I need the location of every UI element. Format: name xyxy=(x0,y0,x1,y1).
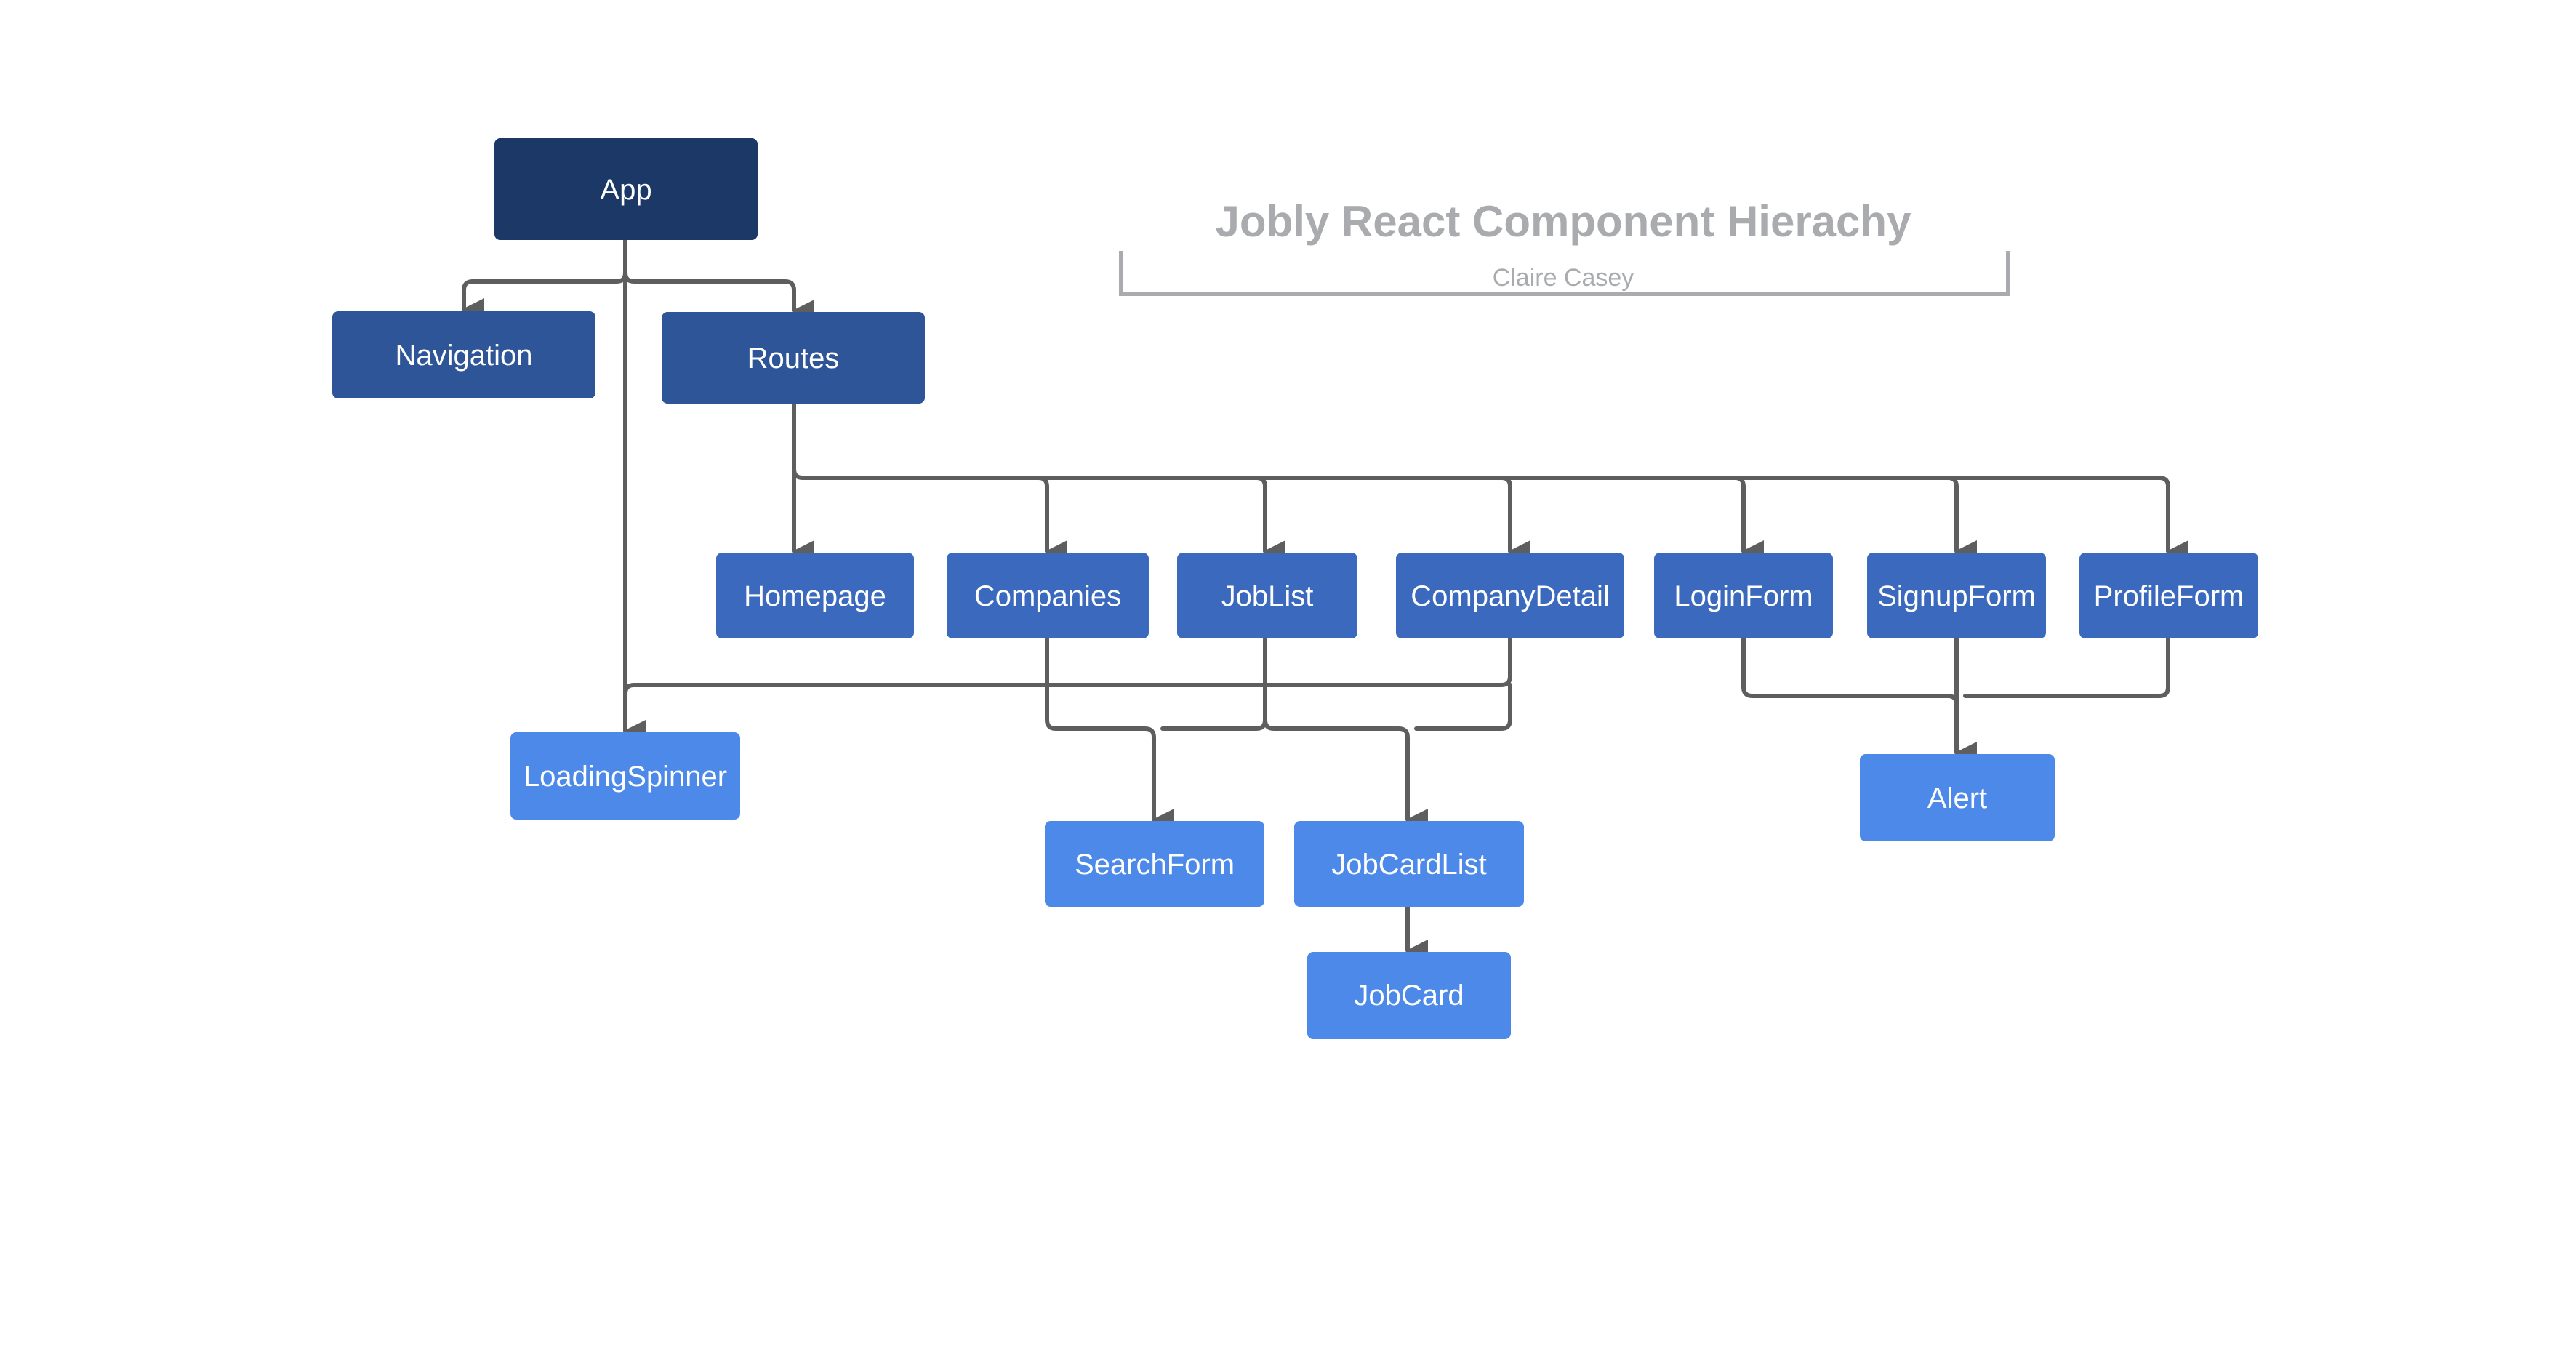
edge-joblist-searchform xyxy=(1160,683,1267,731)
title-bracket xyxy=(1119,251,2010,296)
diagram-title: Jobly React Component Hierachy xyxy=(1216,197,1912,246)
connectors xyxy=(462,238,2188,961)
edge-routes-companies xyxy=(1036,476,1067,562)
node-signupform[interactable]: SignupForm xyxy=(1867,553,2046,638)
node-label: CompanyDetail xyxy=(1411,580,1609,612)
node-box xyxy=(1860,754,2055,841)
node-loginform[interactable]: LoginForm xyxy=(1654,553,1833,638)
node-navigation[interactable]: Navigation xyxy=(332,311,595,398)
node-box xyxy=(947,553,1149,638)
edge-companies-searchform xyxy=(1045,683,1174,830)
node-label: Homepage xyxy=(744,580,886,612)
node-box xyxy=(1294,821,1524,907)
node-box xyxy=(2079,553,2258,638)
node-box xyxy=(510,732,740,820)
edge-companydetail-jobcardlist xyxy=(1414,683,1512,731)
node-label: Companies xyxy=(974,580,1121,612)
node-label: JobCardList xyxy=(1331,849,1486,881)
edge-routes-companydetail xyxy=(1499,476,1530,562)
node-box xyxy=(1654,553,1833,638)
node-label: Navigation xyxy=(395,340,532,372)
node-routes[interactable]: Routes xyxy=(662,312,925,404)
node-box xyxy=(1045,821,1264,907)
title-block: Jobly React Component Hierachy Claire Ca… xyxy=(1119,197,2010,296)
node-jobcard[interactable]: JobCard xyxy=(1307,952,1511,1039)
node-companies[interactable]: Companies xyxy=(947,553,1149,638)
node-box xyxy=(1396,553,1624,638)
node-box xyxy=(662,312,925,404)
node-label: SearchForm xyxy=(1075,849,1235,881)
node-label: JobCard xyxy=(1354,980,1464,1012)
node-label: LoginForm xyxy=(1674,580,1813,612)
node-alert[interactable]: Alert xyxy=(1860,754,2055,841)
edge-joblist-jobcardlist xyxy=(1263,718,1428,830)
node-label: LoadingSpinner xyxy=(523,761,727,793)
node-app[interactable]: App xyxy=(494,138,758,240)
node-companydetail[interactable]: CompanyDetail xyxy=(1396,553,1624,638)
edge-to-loadingspinner-bus xyxy=(623,636,1512,696)
edge-routes-signupform xyxy=(1946,476,1977,562)
edge-loginform-alert xyxy=(1741,636,1959,707)
node-label: Alert xyxy=(1927,782,1987,814)
node-label: SignupForm xyxy=(1877,580,2036,612)
node-box xyxy=(716,553,914,638)
node-label: App xyxy=(600,174,651,206)
node-profileform[interactable]: ProfileForm xyxy=(2079,553,2258,638)
node-loadingspinner[interactable]: LoadingSpinner xyxy=(510,732,740,820)
edge-routes-joblist xyxy=(1254,476,1285,562)
node-box xyxy=(332,311,595,398)
node-box xyxy=(494,138,758,240)
node-joblist[interactable]: JobList xyxy=(1177,553,1357,638)
node-label: JobList xyxy=(1221,580,1314,612)
edge-app-navigation xyxy=(462,238,627,320)
node-box xyxy=(1867,553,2046,638)
node-box xyxy=(1307,952,1511,1039)
diagram-subtitle: Claire Casey xyxy=(1493,264,1634,292)
node-homepage[interactable]: Homepage xyxy=(716,553,914,638)
node-searchform[interactable]: SearchForm xyxy=(1045,821,1264,907)
node-label: Routes xyxy=(747,342,840,374)
node-label: ProfileForm xyxy=(2094,580,2244,612)
nodes: App Navigation Routes Homepage Companies… xyxy=(332,138,2258,1039)
edge-routes-bus xyxy=(792,401,2170,511)
node-jobcardlist[interactable]: JobCardList xyxy=(1294,821,1524,907)
node-box xyxy=(1177,553,1357,638)
edge-app-routes xyxy=(623,238,814,321)
edge-routes-loginform xyxy=(1733,476,1764,562)
edge-profileform-alert xyxy=(1963,636,2170,698)
